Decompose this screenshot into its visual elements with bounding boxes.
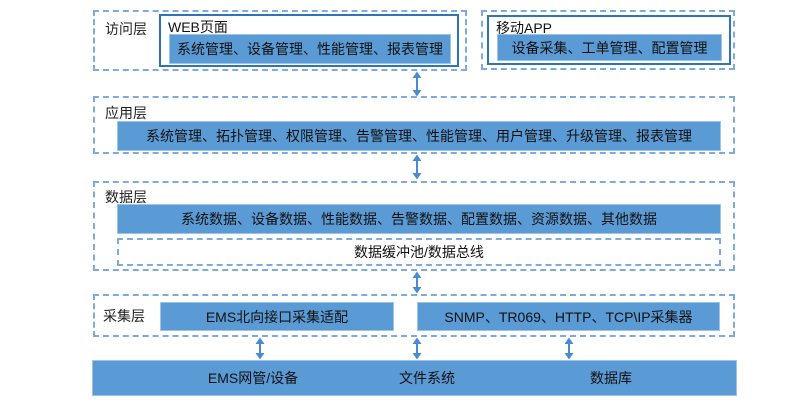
updown-arrow-icon <box>411 271 423 294</box>
resource-ems-label: EMS网管/设备 <box>207 370 299 386</box>
data-layer-label: 数据层 <box>105 189 147 205</box>
resource-filesystem-label: 文件系统 <box>399 370 455 386</box>
data-layer-box: 数据层 系统数据、设备数据、性能数据、告警数据、配置数据、资源数据、其他数据 数… <box>93 181 735 271</box>
application-layer-label: 应用层 <box>105 105 147 121</box>
updown-arrow-icon <box>563 337 575 360</box>
data-modules-bar: 系统数据、设备数据、性能数据、告警数据、配置数据、资源数据、其他数据 <box>117 204 721 234</box>
collection-layer-label: 采集层 <box>103 308 145 324</box>
updown-arrow-icon <box>411 337 423 360</box>
updown-arrow-icon <box>411 154 423 180</box>
updown-arrow-icon <box>411 71 423 97</box>
resource-database-label: 数据库 <box>590 370 632 386</box>
web-modules-bar: 系统管理、设备管理、性能管理、报表管理 <box>169 34 451 64</box>
mobile-modules-bar: 设备采集、工单管理、配置管理 <box>497 34 722 61</box>
access-layer-label: 访问层 <box>105 21 147 37</box>
mobile-app-title: 移动APP <box>496 20 553 36</box>
mobile-app-box: 移动APP 设备采集、工单管理、配置管理 <box>487 15 731 65</box>
data-bus-box: 数据缓冲池/数据总线 <box>117 238 721 266</box>
resource-bar: EMS网管/设备 文件系统 数据库 <box>92 360 737 396</box>
collection-layer-box: 采集层 EMS北向接口采集适配 SNMP、TR069、HTTP、TCP\IP采集… <box>93 294 735 337</box>
updown-arrow-icon <box>254 337 266 360</box>
web-page-title: WEB页面 <box>168 19 228 35</box>
application-layer-box: 应用层 系统管理、拓扑管理、权限管理、告警管理、性能管理、用户管理、升级管理、报… <box>93 96 735 154</box>
ems-adapter-bar: EMS北向接口采集适配 <box>160 302 394 331</box>
mobile-app-outer-box: 移动APP 设备采集、工单管理、配置管理 <box>481 10 735 70</box>
access-layer-box: 访问层 WEB页面 系统管理、设备管理、性能管理、报表管理 <box>93 10 467 71</box>
web-page-box: WEB页面 系统管理、设备管理、性能管理、报表管理 <box>159 14 459 67</box>
application-modules-bar: 系统管理、拓扑管理、权限管理、告警管理、性能管理、用户管理、升级管理、报表管理 <box>117 121 721 151</box>
protocol-collector-bar: SNMP、TR069、HTTP、TCP\IP采集器 <box>417 302 720 331</box>
